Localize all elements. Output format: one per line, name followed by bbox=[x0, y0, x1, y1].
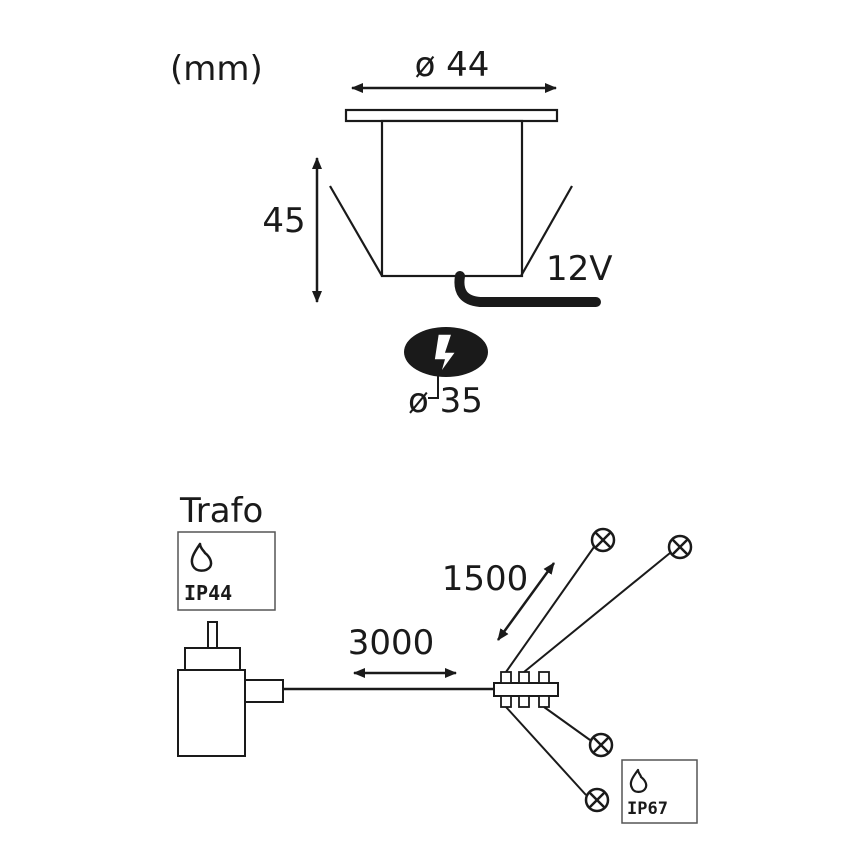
lamp-rating-label: IP67 bbox=[627, 799, 668, 819]
water-drop-icon bbox=[190, 542, 213, 572]
distributor bbox=[493, 671, 559, 708]
lightning-icon bbox=[433, 333, 458, 375]
lamp-icon bbox=[590, 527, 616, 553]
height-label: 45 bbox=[262, 201, 305, 241]
cutout-symbol bbox=[404, 327, 488, 399]
lamp-icon bbox=[584, 787, 610, 813]
branch-cable-length-label: 1500 bbox=[442, 559, 529, 599]
trafo-rating-box bbox=[177, 531, 276, 611]
water-drop-icon bbox=[629, 768, 648, 793]
lamp-icon bbox=[667, 534, 693, 560]
cutout-label: ø 35 bbox=[408, 381, 483, 421]
trafo-rating-label: IP44 bbox=[184, 581, 232, 605]
transformer bbox=[177, 621, 284, 757]
lamp-icon bbox=[588, 732, 614, 758]
unit-label: (mm) bbox=[170, 49, 263, 89]
diameter-label: ø 44 bbox=[415, 45, 490, 85]
trafo-label: Trafo bbox=[179, 491, 263, 531]
fixture-body bbox=[329, 108, 601, 307]
branch-cable-dimension-line bbox=[496, 562, 556, 641]
main-cable-length-label: 3000 bbox=[348, 623, 435, 663]
branch-cables bbox=[505, 546, 671, 796]
voltage-label: 12V bbox=[546, 249, 613, 289]
